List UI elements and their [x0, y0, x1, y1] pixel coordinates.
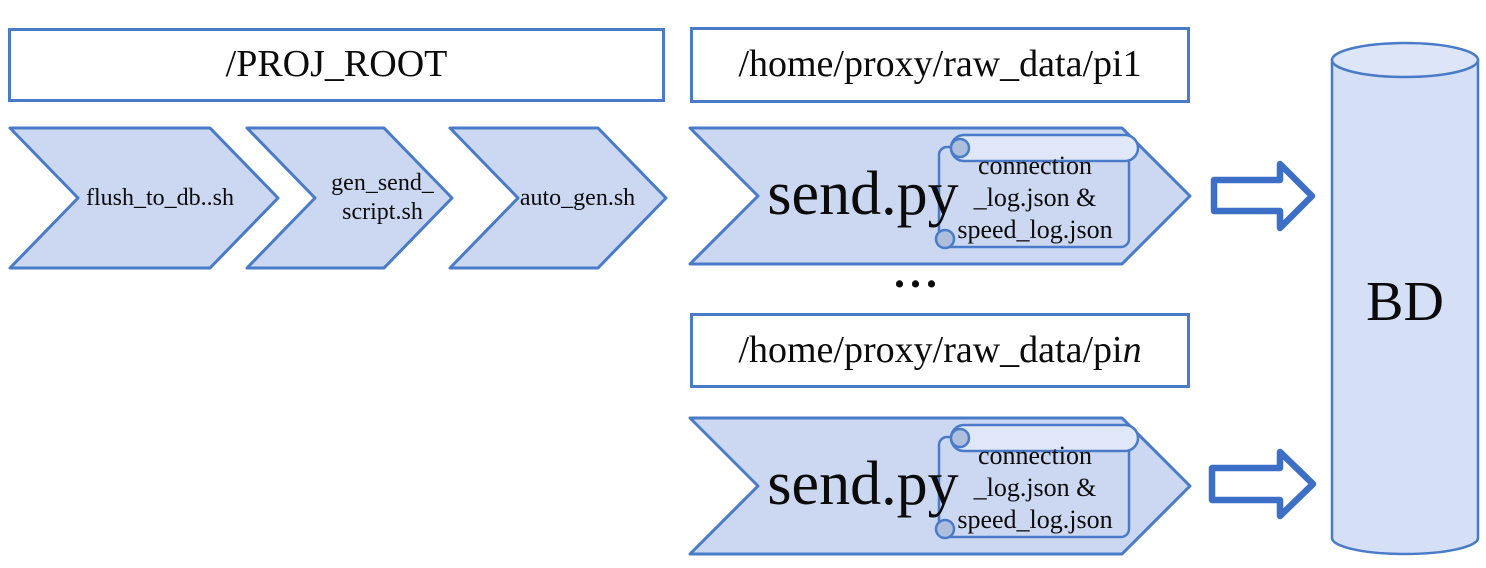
- path-box-pi1: /home/proxy/raw_data/pi 1: [690, 27, 1190, 103]
- scroll-icon-2: [934, 423, 1140, 540]
- chevron-auto-gen: [448, 126, 668, 270]
- path-pin-prefix: /home/proxy/raw_data/pi: [738, 328, 1123, 371]
- path-box-pin: /home/proxy/raw_data/pi n: [690, 313, 1190, 388]
- path-pi1-prefix: /home/proxy/raw_data/pi: [738, 43, 1123, 86]
- chevron-flush-to-db: [8, 126, 280, 270]
- database-cylinder: [1330, 41, 1480, 556]
- path-pin-suffix: n: [1122, 328, 1142, 371]
- right-arrow-icon-1: [1210, 160, 1316, 232]
- chevron-gen-send-script: [245, 126, 454, 270]
- path-pi1-suffix: 1: [1122, 43, 1142, 86]
- proj-root-label: /PROJ_ROOT: [225, 43, 448, 86]
- scroll-icon-1: [934, 133, 1140, 250]
- proj-root-box: /PROJ_ROOT: [8, 28, 665, 102]
- right-arrow-icon-2: [1208, 448, 1317, 520]
